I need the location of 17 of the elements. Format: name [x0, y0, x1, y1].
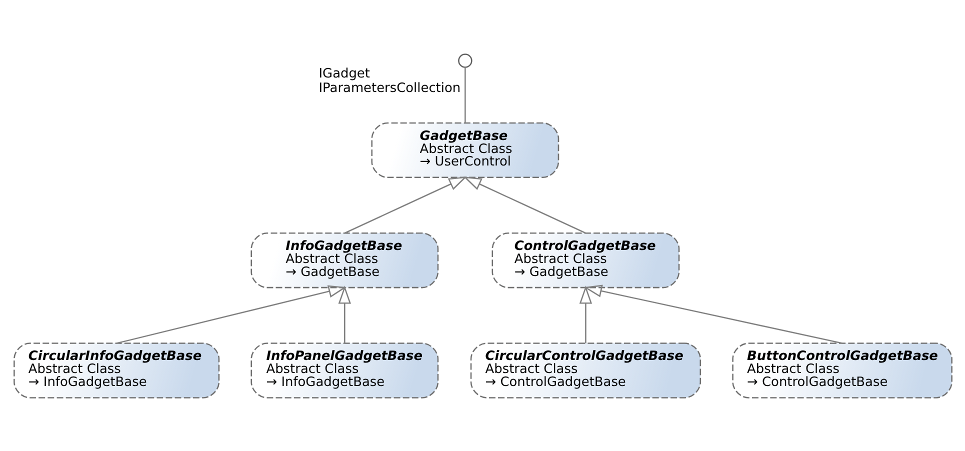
node-box: ButtonControlGadgetBase Abstract Class → ControlGadgetBase [732, 342, 952, 398]
node-box: InfoGadgetBase Abstract Class → GadgetBase [250, 232, 438, 288]
node-label: IGadget [318, 66, 370, 82]
connector [464, 66, 466, 122]
arrow [583, 284, 842, 344]
arrow [578, 285, 592, 343]
node-label: IParametersCollection [318, 80, 460, 96]
node-box: InfoPanelGadgetBase Abstract Class → InfoGadgetBase [250, 342, 438, 398]
node-circle [458, 53, 472, 68]
node-box: ControlGadgetBase Abstract Class → GadgetBase [491, 232, 680, 288]
arrow [344, 176, 466, 234]
node-box: CircularControlGadgetBase Abstract Class → ControlGadgetBase [470, 342, 701, 398]
arrow [338, 285, 351, 343]
node-box: GadgetBase Abstract Class → UserControl [370, 122, 559, 178]
arrow [116, 284, 346, 344]
arrow [462, 176, 586, 234]
node-box: CircularInfoGadgetBase Abstract Class → InfoGadgetBase [13, 342, 220, 398]
